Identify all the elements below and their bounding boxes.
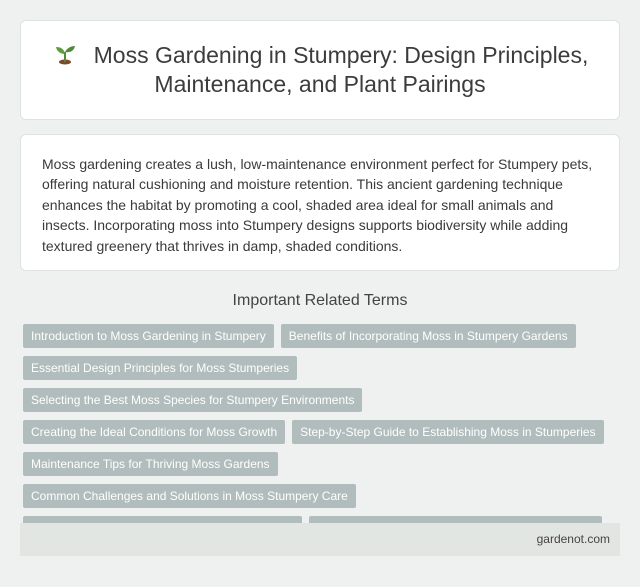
related-term-tag[interactable]: Essential Design Principles for Moss Stu… — [23, 356, 298, 380]
page-title: Moss Gardening in Stumpery: Design Princ… — [21, 41, 619, 99]
related-term-tag[interactable]: Selecting the Best Moss Species for Stum… — [23, 388, 363, 412]
related-term-tag[interactable]: Maintenance Tips for Thriving Moss Garde… — [23, 452, 278, 476]
related-term-tag[interactable]: Common Challenges and Solutions in Moss … — [23, 484, 356, 508]
footer-site-link[interactable]: gardenot.com — [536, 532, 610, 546]
title-card: Moss Gardening in Stumpery: Design Princ… — [20, 20, 620, 120]
related-term-tag[interactable]: Benefits of Incorporating Moss in Stumpe… — [280, 324, 576, 348]
related-term-tag[interactable]: Step-by-Step Guide to Establishing Moss … — [292, 420, 604, 444]
sprout-icon — [55, 46, 75, 65]
summary-card: Moss gardening creates a lush, low-maint… — [20, 134, 620, 271]
page-title-text: Moss Gardening in Stumpery: Design Princ… — [93, 42, 589, 97]
related-terms-heading: Important Related Terms — [232, 292, 408, 309]
related-terms-list: Introduction to Moss Gardening in Stumpe… — [23, 324, 623, 548]
summary-text: Moss gardening creates a lush, low-maint… — [42, 156, 593, 254]
related-term-tag[interactable]: Introduction to Moss Gardening in Stumpe… — [23, 324, 274, 348]
related-term-tag[interactable]: Creating the Ideal Conditions for Moss G… — [23, 420, 286, 444]
footer: gardenot.com — [20, 523, 620, 556]
